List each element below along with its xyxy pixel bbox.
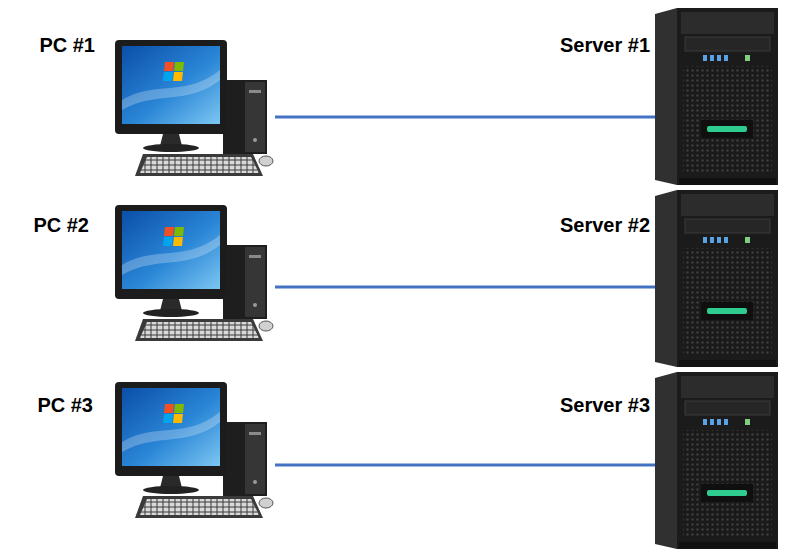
network-link	[275, 287, 655, 288]
pc-illustration	[115, 40, 273, 176]
node-label: Server #3	[560, 393, 650, 417]
network-link	[275, 117, 655, 118]
node-label: Server #2	[560, 213, 650, 237]
server-node: Server #2	[655, 190, 780, 367]
node-label: Server #1	[560, 33, 650, 57]
server-illustration	[655, 190, 778, 367]
server-illustration	[655, 8, 778, 185]
server-node: Server #3	[655, 372, 780, 549]
pc-illustration	[115, 382, 273, 518]
pc-node: PC #3	[115, 382, 275, 524]
server-node: Server #1	[655, 8, 780, 185]
pc-illustration	[115, 205, 273, 341]
network-link-line	[275, 464, 655, 467]
network-link-line	[275, 116, 655, 119]
node-label: PC #3	[37, 393, 93, 417]
node-label: PC #1	[39, 33, 95, 57]
node-label: PC #2	[33, 213, 89, 237]
pc-node: PC #2	[115, 205, 275, 347]
pc-node: PC #1	[115, 40, 275, 182]
server-illustration	[655, 372, 778, 549]
network-link	[275, 465, 655, 466]
network-link-line	[275, 286, 655, 289]
